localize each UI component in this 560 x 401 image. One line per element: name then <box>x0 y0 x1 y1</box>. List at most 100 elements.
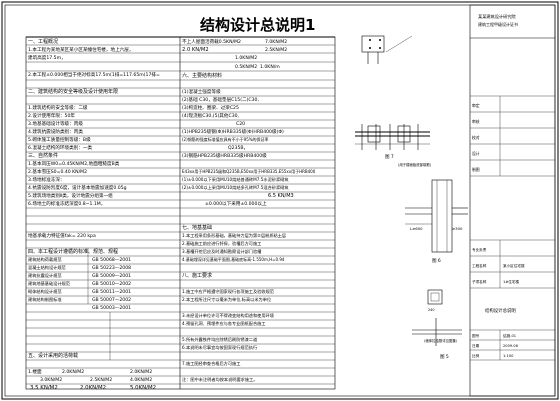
tb-label: 工程名称 <box>472 263 487 268</box>
section-8-header: 八、施工要求 <box>182 272 212 279</box>
section-3-header: 三、自然条件 <box>28 152 58 159</box>
load-row: 0.5KN/M2 <box>235 64 257 70</box>
section-7-header: 七、地基基础 <box>182 224 212 231</box>
s7-row: 2.基础施工前应进行钎探，验槽后方可施工 <box>182 240 261 247</box>
s5-value: 2.0KN/M2 <box>80 385 106 391</box>
s3-row: 3.场地标准冻深： <box>28 176 65 183</box>
s4-code: GB 50011—2001 <box>92 289 131 295</box>
s5-value: 3.5 KN/M2 <box>30 385 58 391</box>
s5-value: 2.0KN/M2 <box>62 369 84 375</box>
drawing-note: (用于楼面板底部钢筋) <box>398 162 432 167</box>
steel-row: Q235B， <box>228 145 248 151</box>
tb-label: 校对 <box>472 135 480 140</box>
s3-row: 5.建筑场地类别Ⅱ类，设计地震分组第一组 <box>28 192 113 199</box>
s6-row: (1)混凝土强度等级 <box>182 88 221 95</box>
title-block: 某某建筑设计研究院 建筑工程甲级设计证书 审定 审核 校对 设计 制图 专业负责 <box>469 4 556 397</box>
s4-name: 建筑抗震设计规范 <box>28 272 62 279</box>
drawing-title: 结构设计总说明 <box>485 307 516 314</box>
s4-name: 混凝土结构设计规范 <box>28 264 66 271</box>
load-row: 7.0KN/M2 <box>265 39 287 45</box>
section-2-header: 二、建筑结构的安全等级及设计使用年限 <box>28 88 118 95</box>
s3-fak: 地基承载力特征值fak= 220 kpa <box>28 232 96 239</box>
tb-label: 制图 <box>472 167 480 172</box>
s4-code: GB 50003—2001 <box>92 305 131 311</box>
masonry-row: ±0.000以下采用±0.000以上 <box>205 200 267 207</box>
s4-code: GB 50068—2001 <box>92 257 131 263</box>
drawing-note: (墙体拉结筋详见图集) <box>424 338 458 343</box>
dimension: 240 <box>428 308 434 312</box>
fig-label: 图 7 <box>385 154 394 160</box>
load-row: 不上人屋面活荷载0.5KN/M2 <box>182 38 241 45</box>
tb-footer-label: 图号 <box>472 333 480 338</box>
s3-row: 6.场地土的标准冻结深度0.8~1.1M， <box>28 200 105 207</box>
s7-row: 4.基础埋深详见基础平面图,基础底标高-1.550m,H=0.94 <box>182 256 285 262</box>
tb-footer-val: 结施-01 <box>503 333 516 338</box>
fig-label: 图 5 <box>440 354 449 360</box>
dimension: ≥300 <box>452 226 463 231</box>
s2-row: 4.建筑抗震设防类别：丙类 <box>28 128 83 135</box>
steel-row: (3)钢筋HPB235级HRB335级HRB400级 <box>182 152 267 159</box>
s4-name: 砌体结构设计规范 <box>28 288 62 295</box>
s4-code: GB 50009—2001 <box>92 273 131 279</box>
project-name: 某小区住宅楼 <box>503 263 525 268</box>
s4-code: GB 50010—2002 <box>92 281 131 287</box>
s7-row: 3.基槽开挖后应及时通知勘察设计部门验槽 <box>182 248 262 255</box>
s8-row: 4.预留孔洞、预埋件应与各专业图纸配合施工 <box>182 320 266 327</box>
steel-row: (2)钢筋的强度标准值应具有不小于95%的保证率 <box>182 136 269 142</box>
section-5-header: 五、设计采用的活荷载 <box>28 352 78 359</box>
s8-row: 1.施工中应严格遵守国家现行各项施工及验收规范 <box>182 288 274 295</box>
company-name: 某某建筑设计研究院 <box>478 13 517 20</box>
tb-label: 设计 <box>472 151 480 156</box>
s5-value: 5.0KN/M2 <box>130 385 156 391</box>
s5-value: 4.0KN/M2 <box>130 377 152 383</box>
s7-row: 1.本工程采用条形基础，基础持力层为第②层粉质粘土层 <box>182 232 286 239</box>
s4-code: GB 50223—2008 <box>92 265 131 271</box>
s8-row: 2.本工程所注尺寸以毫米为单位,标高以米为单位 <box>182 296 271 303</box>
s1-item-1: 1.本工程为某地某区某小区某幢住宅楼，地上六层， <box>28 46 133 53</box>
s3-row: 1.基本风压W0=0.45KN/M2,地面粗糙度B类 <box>28 160 120 167</box>
load-row: 1.0KN/m <box>260 64 280 70</box>
s8-row: 6.本说明未尽事宜均按国家现行规范执行 <box>182 344 257 351</box>
s6-row: (3)构造柱、圈梁、过梁C25 <box>182 104 239 111</box>
s1-item-2: 建筑高度17.5m， <box>28 54 66 61</box>
load-row: 1.0KN/M2 <box>235 55 257 61</box>
tb-label: 审定 <box>472 103 480 108</box>
s2-row: 2.设计使用年限：50年 <box>28 112 75 119</box>
fig-label: 图 6 <box>432 258 441 264</box>
s6-row: C20 <box>236 121 245 127</box>
masonry-row: 6.5 KN/M3 <box>268 193 294 199</box>
s5-row: 1.楼面 <box>28 368 42 375</box>
s5-value: 3.0KN/M2 <box>40 377 62 383</box>
s5-value: 2.0KN/M2 <box>130 369 152 375</box>
sheet-title: 结构设计总说明1 <box>200 16 315 34</box>
weld-row: E43xx用于HPB235级和Q235B,E50xx用于HRB335,E55xx… <box>182 168 316 174</box>
subitem-name: 1#住宅楼 <box>503 279 519 284</box>
bottom-note: 注：图中未注明者均按本说明要求施工。 <box>182 376 257 383</box>
s1-item-3: 2.本工程±0.000相当于绝对标高17.5m(1排=117.65m(17排= <box>28 71 160 78</box>
masonry-row: (1)±0.000以下采用MU10烧结普通砖M7.5水泥砂浆砌筑 <box>182 176 289 183</box>
detail-drawings: 图 7 (用于楼面板底部钢筋) L≥600 ≥300 图 6 240 (墙体拉结… <box>355 35 468 360</box>
section-1-header: 一、工程概况 <box>28 38 58 45</box>
s8-row: 3.未经设计单位许可不得改变结构用途和使用环境 <box>182 312 274 319</box>
s6-row: (4)现浇板C30,(5)其他C30, <box>182 112 240 119</box>
s2-row: 6.混凝土结构的环境类别：一类 <box>28 144 93 151</box>
tb-footer-val: 2009.06 <box>503 344 519 348</box>
section-6-header: 六、主要结构材料 <box>182 72 222 79</box>
tb-label: 专业负责 <box>472 247 487 252</box>
dimension: L≥600 <box>410 226 423 231</box>
tb-footer-val: 1:100 <box>503 354 514 358</box>
steel-row: (1)HPB235级钢(Φ)HRB335级(Φ)HRB400级(Φ) <box>182 128 284 135</box>
s8-row: 5.所有外露铁件均应除锈后刷防锈漆二道 <box>182 336 258 343</box>
tb-label: 子项名称 <box>472 279 487 284</box>
company-cert: 建筑工程甲级设计证书 <box>478 21 518 27</box>
s3-row: 2.基本雪压S0=0.40 KN/M2 <box>28 168 87 175</box>
s2-row: 5.砌体施工质量控制等级：B级 <box>28 136 91 143</box>
tb-footer-label: 比例 <box>472 353 480 358</box>
load-row: 2.0 KN/M2 <box>182 47 209 53</box>
s5-value: 2.5KN/M2 <box>90 377 112 383</box>
s4-name: 建筑结构制图标准 <box>28 296 62 303</box>
load-row: 2.5KN/M2 <box>265 47 287 53</box>
s3-row: 4.抗震设防烈度6度，设计基本地震加速度0.05g <box>28 184 127 191</box>
